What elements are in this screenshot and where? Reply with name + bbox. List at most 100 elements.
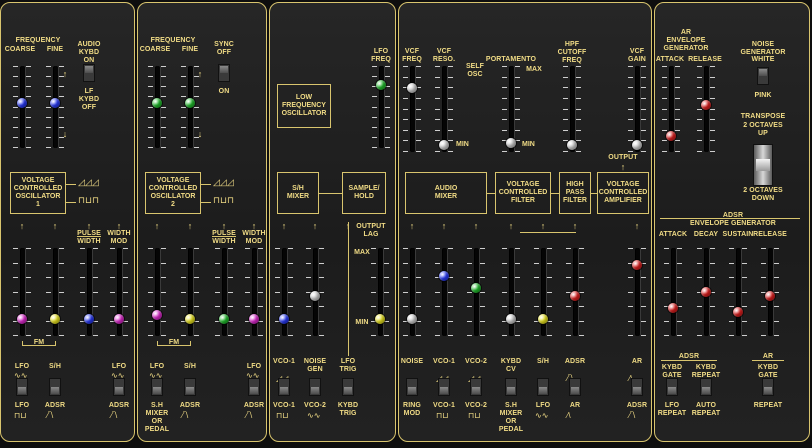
white-slider-knob[interactable] [310, 290, 320, 301]
mod-switch-2[interactable] [248, 378, 260, 396]
red-slider-knob[interactable] [701, 287, 711, 297]
magenta-slider-knob[interactable] [114, 314, 124, 325]
slider-tick [371, 248, 376, 249]
filter-mod-switch-6[interactable] [631, 378, 643, 396]
filter-mod-switch-4[interactable] [537, 378, 549, 396]
sync-switch[interactable] [218, 64, 230, 82]
slider-tick [181, 86, 186, 87]
blue-slider-knob[interactable] [439, 271, 449, 282]
blue-slider-knob[interactable] [279, 314, 289, 325]
green-slider-knob[interactable] [376, 80, 386, 91]
adsr-repeat-switch[interactable] [700, 378, 712, 396]
output-label: OUTPUT [608, 154, 638, 161]
slider-tick [26, 306, 31, 307]
yellow-slider-knob[interactable] [50, 314, 60, 325]
slider-tick [416, 263, 421, 264]
sample-hold-box: SAMPLE/ HOLD [342, 172, 386, 214]
filter-mod-switch-5[interactable] [569, 378, 581, 396]
green-slider-knob[interactable] [219, 314, 229, 325]
green-slider-knob[interactable] [471, 283, 481, 294]
slider-tick [26, 117, 31, 118]
slider-tick [710, 277, 715, 278]
slider-tick [761, 263, 766, 264]
white-slider-knob[interactable] [506, 314, 516, 325]
white-slider-knob[interactable] [567, 140, 577, 151]
lfo-mod-top-2: LFO TRIG [339, 358, 357, 373]
filter-mod-switch-3[interactable] [505, 378, 517, 396]
white-slider-knob[interactable] [506, 138, 516, 149]
yellow-slider-knob[interactable] [185, 314, 195, 325]
slider-tick [416, 277, 421, 278]
green-slider-knob[interactable] [152, 98, 162, 109]
slider-tick [403, 335, 408, 336]
blue-slider-knob[interactable] [50, 98, 60, 109]
fm-label: FM [168, 339, 180, 346]
magenta-slider-knob[interactable] [17, 314, 27, 325]
slider-tick [566, 277, 571, 278]
slider-tick [275, 292, 280, 293]
slider-tick [385, 66, 390, 67]
slider-tick [502, 306, 507, 307]
slider-tick [664, 277, 669, 278]
audio-kybd-switch-sub-label: LF KYBD OFF [78, 88, 100, 111]
mod-switch-1[interactable] [184, 378, 196, 396]
red-slider-knob[interactable] [733, 306, 743, 317]
white-slider-knob[interactable] [407, 314, 417, 325]
green-slider-knob[interactable] [185, 98, 195, 109]
slider-tick [26, 147, 31, 148]
mod-switch-2[interactable] [113, 378, 125, 396]
connector-line [319, 193, 342, 194]
slider-tick [319, 277, 324, 278]
magenta-slider-knob[interactable] [152, 310, 162, 321]
magenta-slider-knob[interactable] [249, 314, 259, 325]
filter-mod-switch-2[interactable] [470, 378, 482, 396]
slider-tick [710, 87, 715, 88]
lfo-mod-switch-0[interactable] [278, 378, 290, 396]
slider-tick [515, 306, 520, 307]
red-slider-knob[interactable] [666, 130, 676, 141]
red-slider-knob[interactable] [632, 259, 642, 270]
lfo-mod-switch-2[interactable] [342, 378, 354, 396]
red-slider-knob[interactable] [701, 100, 711, 111]
lfo-mod-switch-1[interactable] [309, 378, 321, 396]
slider-tick [384, 306, 389, 307]
slider-tick [502, 109, 507, 110]
slider-tick [697, 335, 702, 336]
red-slider-knob[interactable] [570, 290, 580, 301]
blue-slider-knob[interactable] [84, 314, 94, 325]
slider-tick [416, 248, 421, 249]
ar-gate-switch[interactable] [762, 378, 774, 396]
red-slider-knob[interactable] [765, 290, 775, 301]
slider-tick [502, 119, 507, 120]
slider-tick [385, 127, 390, 128]
slider-tick [215, 263, 220, 264]
noise-color-switch[interactable] [757, 67, 769, 85]
mod-switch-0[interactable] [16, 378, 28, 396]
transpose-switch[interactable] [753, 144, 773, 186]
white-slider-knob[interactable] [407, 82, 417, 93]
mod-switch-0[interactable] [151, 378, 163, 396]
slider-tick [628, 77, 633, 78]
slider-tick [59, 76, 64, 77]
slider-tick [13, 335, 18, 336]
filter-mod-switch-0[interactable] [406, 378, 418, 396]
slider-tick [448, 130, 453, 131]
slider-tick [502, 277, 507, 278]
filter-mod-switch-1[interactable] [438, 378, 450, 396]
yellow-slider-knob[interactable] [375, 314, 385, 325]
white-slider-knob[interactable] [439, 140, 449, 151]
slider-tick [13, 137, 18, 138]
adsr-gate-switch[interactable] [666, 378, 678, 396]
slider-tick [319, 335, 324, 336]
slider-tick [774, 292, 779, 293]
yellow-slider-knob[interactable] [538, 314, 548, 325]
slider-tick [675, 140, 680, 141]
white-slider-knob[interactable] [632, 140, 642, 151]
slider-tick [502, 130, 507, 131]
blue-slider-knob[interactable] [17, 98, 27, 109]
mod-switch-1[interactable] [49, 378, 61, 396]
slider-tick [93, 277, 98, 278]
red-slider-knob[interactable] [668, 302, 678, 313]
audio-kybd-switch[interactable] [83, 64, 95, 82]
arrow-icon: ↑ [312, 221, 318, 231]
